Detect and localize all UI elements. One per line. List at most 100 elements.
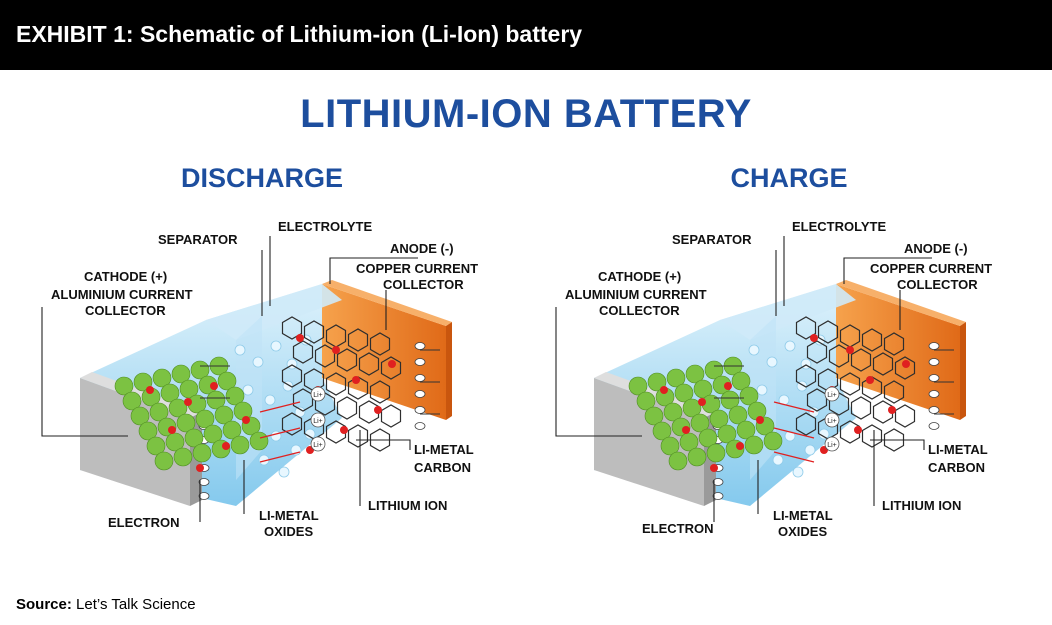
electrolyte-bubble	[278, 466, 290, 478]
collector-orange-side	[446, 322, 452, 420]
electron-terminal	[414, 422, 426, 430]
copper-collector-label-1: COPPER CURRENT	[870, 261, 992, 276]
oxide-sphere	[165, 432, 185, 452]
ion-flow-line	[259, 451, 301, 463]
separator-label: SEPARATOR	[158, 232, 238, 247]
ion-flow-line	[259, 427, 301, 439]
carbon-hexagon	[369, 380, 391, 404]
li-metal-carbon-label-2: CARBON	[414, 460, 471, 475]
lithium-ion-dot	[296, 334, 304, 342]
anode-label: ANODE (-)	[390, 241, 454, 256]
lithium-ion-label: LITHIUM ION	[882, 498, 961, 513]
collector-orange-side	[960, 322, 966, 420]
oxide-sphere	[668, 451, 688, 471]
lithium-ion-dot	[222, 442, 230, 450]
oxide-sphere	[195, 409, 215, 429]
oxide-sphere	[184, 428, 204, 448]
carbon-hexagon	[369, 332, 391, 356]
oxide-sphere	[647, 372, 667, 392]
oxide-sphere	[176, 413, 196, 433]
carbon-hexagon	[872, 352, 894, 376]
oxide-sphere	[203, 424, 223, 444]
exhibit-title: EXHIBIT 1: Schematic of Lithium-ion (Li-…	[16, 21, 583, 47]
oxide-sphere	[660, 436, 680, 456]
oxide-sphere	[709, 409, 729, 429]
oxide-sphere	[685, 364, 705, 384]
li-metal-oxide-cluster	[114, 356, 269, 471]
cathode-label: CATHODE (+)	[598, 269, 681, 284]
li-ion-symbol-text: Li+	[313, 392, 323, 399]
electrolyte-bubble	[270, 340, 282, 352]
electrolyte-bubble	[242, 384, 254, 396]
li-metal-carbon-label-1: LI-METAL	[414, 442, 474, 457]
ion-flow-line	[259, 401, 301, 413]
oxide-sphere	[206, 390, 226, 410]
aluminium-collector-label-1: ALUMINIUM CURRENT	[51, 287, 193, 302]
labels: SEPARATOR ELECTROLYTE ANODE (-) COPPER C…	[565, 219, 992, 539]
electron-terminal	[928, 358, 940, 366]
oxide-sphere	[130, 406, 150, 426]
oxide-sphere	[666, 368, 686, 388]
carbon-hexagon	[806, 340, 828, 364]
oxide-sphere	[698, 428, 718, 448]
carbon-hexagon	[292, 340, 314, 364]
copper-collector-label-2: COLLECTOR	[383, 277, 464, 292]
carbon-hexagon	[347, 424, 369, 448]
carbon-hexagon	[281, 316, 303, 340]
lithium-ion-dot	[736, 442, 744, 450]
li-metal-oxide-cluster	[628, 356, 783, 471]
carbon-hexagon	[380, 356, 402, 380]
li-ion-symbol	[310, 412, 326, 428]
oxide-sphere	[146, 436, 166, 456]
carbon-hexagon	[883, 380, 905, 404]
charge-battery-schematic: CHARGE Li+Li+Li+ SEPARATOR ELECTROLYTE A…	[555, 163, 992, 539]
oxide-sphere	[230, 435, 250, 455]
lithium-ion-dot	[242, 416, 250, 424]
oxide-sphere	[149, 402, 169, 422]
ion-flow-arrows: Li+Li+Li+	[200, 349, 440, 463]
oxide-sphere	[687, 447, 707, 467]
carbon-hexagon	[281, 412, 303, 436]
carbon-hexagon	[795, 364, 817, 388]
electrolyte-top	[720, 284, 856, 340]
aluminium-collector-label-1: ALUMINIUM CURRENT	[565, 287, 707, 302]
electron-terminal	[928, 374, 940, 382]
electron-terminal	[928, 342, 940, 350]
leader-line	[356, 439, 411, 450]
electrolyte-top	[206, 284, 342, 340]
lithium-ion-dot	[168, 426, 176, 434]
li-ion-symbol-text: Li+	[827, 418, 837, 425]
lithium-ion-dot	[374, 406, 382, 414]
lithium-ion-dot	[352, 376, 360, 384]
lithium-ion-dot	[846, 346, 854, 354]
oxide-sphere	[717, 424, 737, 444]
electrolyte-bubble	[270, 430, 282, 442]
oxide-sphere	[179, 379, 199, 399]
carbon-hexagon	[861, 328, 883, 352]
electrolyte-bubble	[264, 394, 276, 406]
anode-label: ANODE (-)	[904, 241, 968, 256]
carbon-hexagon	[894, 404, 916, 428]
leader-line	[843, 257, 932, 284]
electrolyte-bubble	[756, 384, 768, 396]
electrolyte-bubble	[784, 340, 796, 352]
electron-terminal	[414, 390, 426, 398]
source-label: Source:	[16, 596, 72, 613]
carbon-hexagon	[336, 348, 358, 372]
oxide-sphere	[225, 386, 245, 406]
electron-terminal	[928, 422, 940, 430]
oxide-sphere	[152, 368, 172, 388]
lithium-ion-label: LITHIUM ION	[368, 498, 447, 513]
oxide-sphere	[160, 383, 180, 403]
carbon-hexagon	[894, 356, 916, 380]
carbon-hexagon	[795, 316, 817, 340]
carbon-hexagon	[861, 424, 883, 448]
carbon-hexagon	[281, 364, 303, 388]
lithium-ion-dot	[698, 398, 706, 406]
li-ion-symbol-text: Li+	[313, 418, 323, 425]
copper-collector-label-2: COLLECTOR	[897, 277, 978, 292]
carbon-hexagon	[347, 328, 369, 352]
source-text: Let’s Talk Science	[76, 596, 196, 613]
electrolyte-bubble	[772, 454, 784, 466]
electrolyte-bubble	[748, 344, 760, 356]
